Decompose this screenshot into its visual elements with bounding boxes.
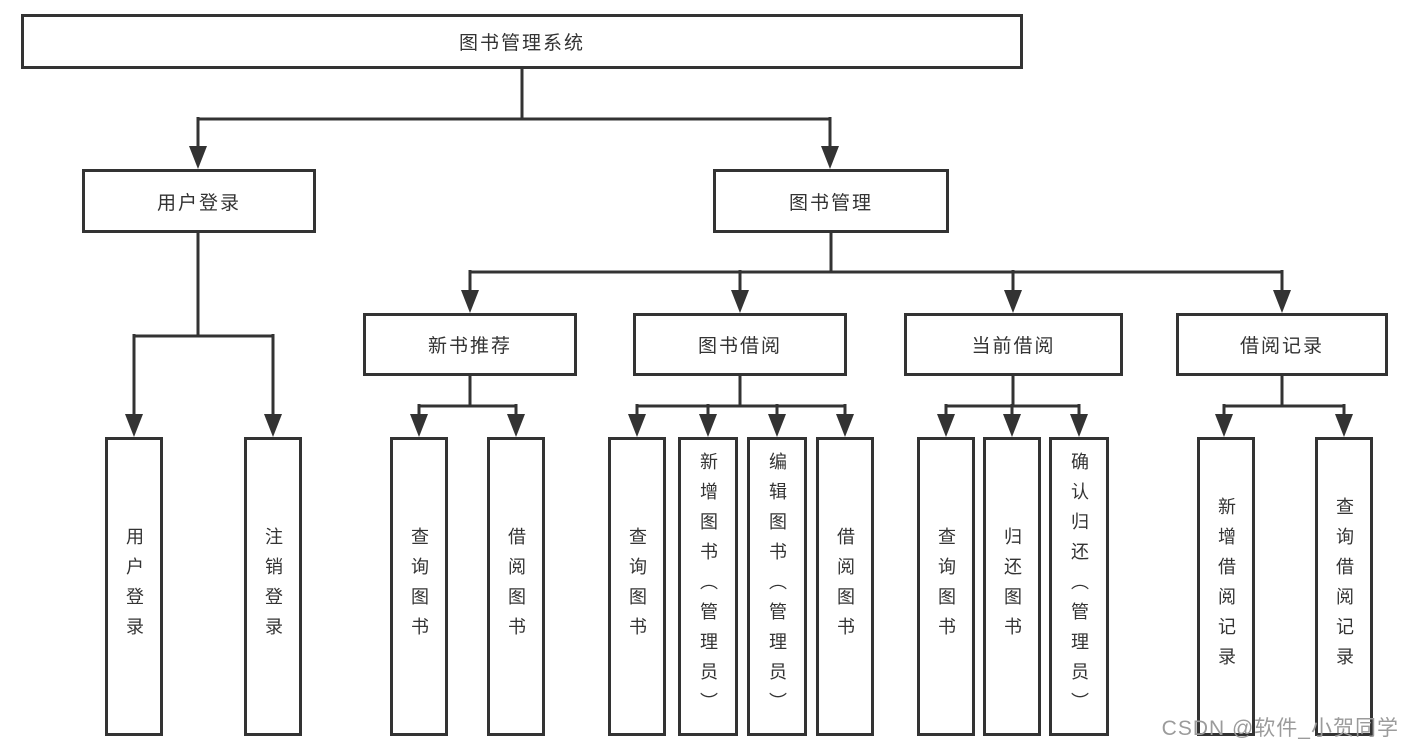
leaf-records-add-record: 新增借阅记录 <box>1197 437 1255 736</box>
leaf-borrow-edit-books-admin: 编辑图书（管理员） <box>747 437 807 736</box>
node-user-login: 用户登录 <box>82 169 316 233</box>
leaf-records-query-record: 查询借阅记录 <box>1315 437 1373 736</box>
node-book-management: 图书管理 <box>713 169 949 233</box>
leaf-current-confirm-return-admin: 确认归还（管理员） <box>1049 437 1109 736</box>
csdn-watermark: CSDN @软件_小贺同学 <box>1161 717 1399 740</box>
node-new-book-recommend: 新书推荐 <box>363 313 577 376</box>
leaf-borrow-add-books-admin: 新增图书（管理员） <box>678 437 738 736</box>
leaf-current-query-books: 查询图书 <box>917 437 975 736</box>
leaf-logout-login: 注销登录 <box>244 437 302 736</box>
leaf-current-return-books: 归还图书 <box>983 437 1041 736</box>
node-borrowing-records: 借阅记录 <box>1176 313 1388 376</box>
node-current-borrowing: 当前借阅 <box>904 313 1123 376</box>
node-book-borrowing: 图书借阅 <box>633 313 847 376</box>
node-root-library-system: 图书管理系统 <box>21 14 1023 69</box>
leaf-borrow-borrow-books: 借阅图书 <box>816 437 874 736</box>
leaf-newbook-borrow-books: 借阅图书 <box>487 437 545 736</box>
leaf-borrow-query-books: 查询图书 <box>608 437 666 736</box>
leaf-newbook-query-books: 查询图书 <box>390 437 448 736</box>
leaf-user-login: 用户登录 <box>105 437 163 736</box>
